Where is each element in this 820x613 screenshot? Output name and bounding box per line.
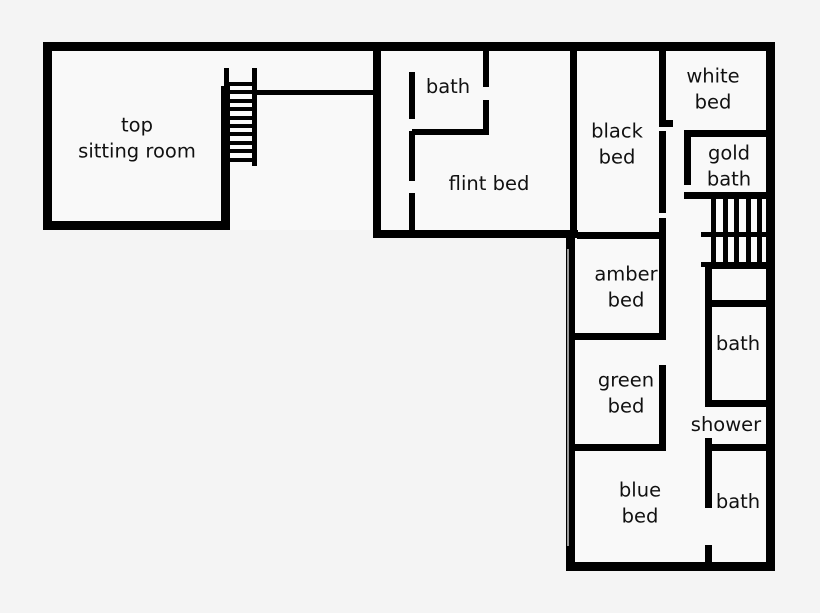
black-bed-east-wall-top (659, 45, 666, 125)
stairs-left-tread (224, 149, 257, 153)
gold-bath-west-wall (684, 130, 691, 185)
stairs-right-tread (757, 198, 762, 265)
stairs-left-tread (224, 99, 257, 103)
stairs-left-tread (224, 124, 257, 128)
west-wall (43, 42, 52, 230)
bath-lower-west-wall (705, 458, 712, 508)
stairs-right-mid-rail (701, 232, 766, 237)
stairs-left-tread (224, 132, 257, 136)
bath-lower-south-jamb (705, 545, 712, 565)
white-bed-south-wall (684, 130, 766, 137)
stairs-right (701, 194, 766, 267)
stairs-right-top-rail (701, 194, 766, 198)
south-wall (566, 562, 775, 571)
north-wall (43, 42, 775, 51)
mid-south-wall (373, 230, 578, 238)
bath-upper-right-top-wall (705, 300, 766, 307)
flint-bed-west-door-jamb (409, 193, 415, 233)
amber-green-divider (575, 333, 666, 340)
stairs-left-tread (224, 90, 257, 94)
stairs-left-tread (224, 107, 257, 111)
sitting-room-ladder-link (256, 90, 381, 95)
gold-bath-south-jamb (684, 192, 696, 199)
amber-bed-east-wall (659, 239, 666, 334)
bath-upper-south-wall (412, 129, 489, 135)
green-bed-east-wall (659, 365, 666, 451)
stairs-right-bottom-rail (701, 262, 766, 267)
black-bed-south-wall (577, 232, 666, 239)
bath-upper-right-north-wall (705, 262, 712, 307)
bath-upper-west-wall-lower (409, 131, 415, 181)
stairs-left-tread (224, 141, 257, 145)
stairs-right-tread (734, 198, 739, 265)
shower-south-wall (705, 444, 766, 451)
stairs-group (224, 68, 766, 267)
east-wall (766, 42, 775, 571)
mid-west-wall (373, 42, 381, 238)
lower-west-wall (566, 234, 575, 571)
shower-north-wall (705, 400, 766, 407)
bath-upper-right-west-wall (705, 307, 712, 379)
black-bed-east-wall-mid (659, 131, 666, 213)
stairs-right-tread (723, 198, 728, 265)
black-bed-south-jamb (659, 218, 666, 239)
sitting-room-south-wall (43, 221, 230, 230)
green-blue-divider (575, 444, 666, 451)
stairs-right-tread (746, 198, 751, 265)
stairs-right-tread (711, 198, 716, 265)
bath-upper-west-wall (409, 72, 415, 119)
inner-walls-group (256, 45, 766, 565)
stairs-left-left-rail (224, 68, 229, 228)
stairs-left-tread (224, 158, 257, 162)
stairs-left-tread (224, 116, 257, 120)
shower-north-wall-west-jamb (705, 379, 712, 407)
bath-upper-east-wall-bottom (483, 100, 489, 134)
stairs-left-tread (224, 82, 257, 86)
shower-south-jamb (705, 438, 712, 458)
black-bed-west-wall (570, 45, 577, 235)
bath-upper-east-wall-top (483, 45, 489, 87)
black-bed-east-wall-stub (659, 120, 673, 127)
stairs-left (224, 68, 257, 228)
